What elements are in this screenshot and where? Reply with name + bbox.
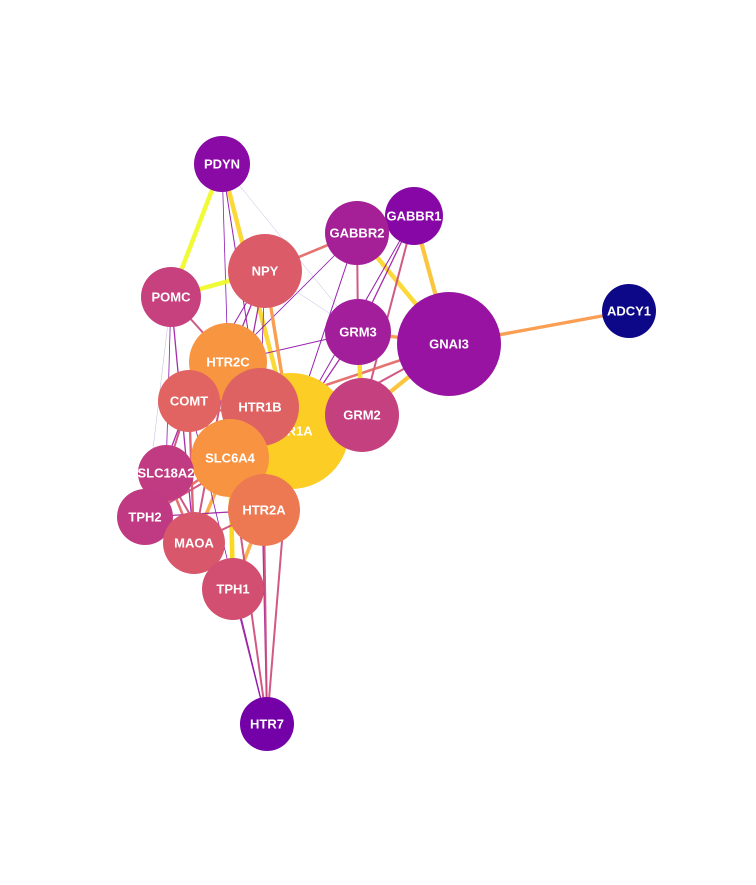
node-slc18a2[interactable]: SLC18A2 bbox=[137, 445, 195, 501]
node-circle[interactable] bbox=[325, 201, 389, 265]
node-label: HTR2C bbox=[206, 355, 250, 370]
node-circle[interactable] bbox=[397, 292, 501, 396]
node-circle[interactable] bbox=[228, 474, 300, 546]
node-circle[interactable] bbox=[325, 299, 391, 365]
node-tph1[interactable]: TPH1 bbox=[202, 558, 264, 620]
node-label: TPH2 bbox=[128, 510, 161, 525]
node-label: ADCY1 bbox=[607, 304, 651, 319]
node-label: COMT bbox=[170, 394, 208, 409]
node-circle[interactable] bbox=[117, 489, 173, 545]
node-grm2[interactable]: GRM2 bbox=[325, 378, 399, 452]
node-label: PDYN bbox=[204, 157, 240, 172]
node-adcy1[interactable]: ADCY1 bbox=[602, 284, 656, 338]
node-comt[interactable]: COMT bbox=[158, 370, 220, 432]
node-gabbr1[interactable]: GABBR1 bbox=[385, 187, 443, 245]
node-maoa[interactable]: MAOA bbox=[163, 512, 225, 574]
node-label: HTR7 bbox=[250, 717, 284, 732]
node-npy[interactable]: NPY bbox=[228, 234, 302, 308]
node-label: GRM2 bbox=[343, 408, 381, 423]
node-circle[interactable] bbox=[385, 187, 443, 245]
node-tph2[interactable]: TPH2 bbox=[117, 489, 173, 545]
node-htr2a[interactable]: HTR2A bbox=[228, 474, 300, 546]
node-circle[interactable] bbox=[325, 378, 399, 452]
node-label: HTR2A bbox=[242, 503, 286, 518]
node-label: TPH1 bbox=[216, 582, 249, 597]
node-label: NPY bbox=[252, 264, 279, 279]
node-label: GABBR2 bbox=[330, 226, 385, 241]
node-htr7[interactable]: HTR7 bbox=[240, 697, 294, 751]
node-pdyn[interactable]: PDYN bbox=[194, 136, 250, 192]
node-circle[interactable] bbox=[202, 558, 264, 620]
node-label: SLC6A4 bbox=[205, 451, 256, 466]
node-circle[interactable] bbox=[158, 370, 220, 432]
node-pomc[interactable]: POMC bbox=[141, 267, 201, 327]
node-label: MAOA bbox=[174, 536, 214, 551]
node-circle[interactable] bbox=[194, 136, 250, 192]
node-label: GNAI3 bbox=[429, 337, 469, 352]
node-circle[interactable] bbox=[163, 512, 225, 574]
node-circle[interactable] bbox=[240, 697, 294, 751]
node-label: POMC bbox=[152, 290, 192, 305]
node-circle[interactable] bbox=[602, 284, 656, 338]
node-label: GRM3 bbox=[339, 325, 377, 340]
node-circle[interactable] bbox=[228, 234, 302, 308]
node-circle[interactable] bbox=[138, 445, 194, 501]
node-label: HTR1B bbox=[238, 400, 281, 415]
node-gnai3[interactable]: GNAI3 bbox=[397, 292, 501, 396]
node-label: GABBR1 bbox=[387, 209, 442, 224]
node-gabbr2[interactable]: GABBR2 bbox=[325, 201, 389, 265]
node-grm3[interactable]: GRM3 bbox=[325, 299, 391, 365]
node-label: SLC18A2 bbox=[137, 466, 194, 481]
node-circle[interactable] bbox=[141, 267, 201, 327]
